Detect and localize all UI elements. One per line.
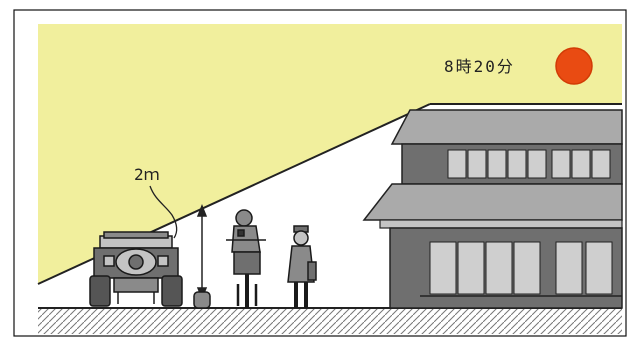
time-label: 8時20分 xyxy=(444,57,515,76)
roof-fascia xyxy=(379,219,623,229)
lower-roof xyxy=(362,183,623,221)
pole-object xyxy=(193,291,211,309)
person-icon xyxy=(287,225,317,308)
tractor-icon xyxy=(89,231,183,307)
second-floor-windows xyxy=(447,149,611,179)
ground-hatch xyxy=(38,308,622,334)
measure-label: 2ｍ xyxy=(134,165,160,184)
measure-leader-line xyxy=(149,185,178,239)
sun-icon xyxy=(555,47,593,85)
upper-roof xyxy=(390,109,623,145)
sunlit-sky xyxy=(38,24,622,284)
cyclist-icon xyxy=(226,209,266,308)
house-building xyxy=(362,109,623,309)
first-floor-windows xyxy=(429,241,613,295)
